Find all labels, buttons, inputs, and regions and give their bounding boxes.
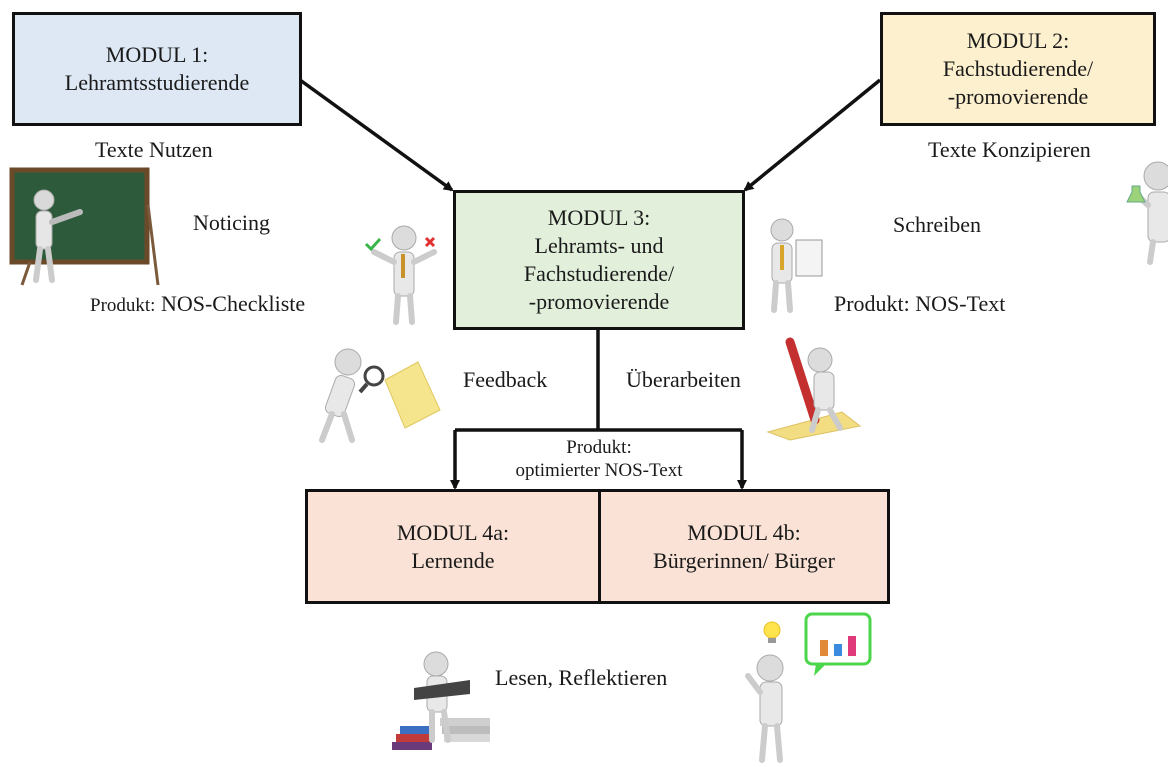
- modul3-box: MODUL 3: Lehramts- und Fachstudierende/ …: [453, 190, 745, 330]
- label-texte-konzipieren: Texte Konzipieren: [928, 137, 1091, 162]
- label-ueberarbeiten: Überarbeiten: [626, 367, 741, 392]
- modul1-box: MODUL 1: Lehramtsstudierende: [12, 12, 302, 126]
- modul4b-box: MODUL 4b: Bürgerinnen/ Bürger: [598, 489, 890, 604]
- modul2-subtitle-2: -promovierende: [947, 84, 1089, 109]
- modul2-title: MODUL 2:: [966, 28, 1070, 53]
- modul3-subtitle-1: Lehramts- und: [534, 233, 664, 258]
- label-produkt-optimiert: Produkt: optimierter NOS-Text: [492, 436, 706, 482]
- label-lesen-reflektieren: Lesen, Reflektieren: [495, 665, 668, 690]
- label-produkt-optimiert-line2: optimierter NOS-Text: [515, 460, 683, 481]
- person-holding-paper-icon: [770, 218, 823, 313]
- arrow-modul1-to-modul3: [298, 78, 454, 192]
- modul4a-subtitle: Lernende: [411, 547, 495, 573]
- modul3-title: MODUL 3:: [547, 205, 651, 230]
- arrow-modul2-to-modul3: [743, 78, 882, 192]
- label-feedback: Feedback: [463, 367, 548, 392]
- label-produkt-nos-text: Produkt: NOS-Text: [834, 291, 1006, 316]
- modul4b-subtitle: Bürgerinnen/ Bürger: [653, 547, 835, 573]
- label-texte-nutzen: Texte Nutzen: [95, 137, 213, 162]
- label-schreiben: Schreiben: [893, 212, 981, 237]
- label-noticing: Noticing: [193, 210, 270, 235]
- person-giant-pen-icon: [766, 337, 862, 441]
- scientist-flask-icon: [1126, 161, 1168, 265]
- modul3-subtitle-2: Fachstudierende/: [523, 261, 675, 286]
- person-reading-books-icon: [392, 651, 490, 750]
- modul4a-box: MODUL 4a: Lernende: [305, 489, 601, 604]
- label-produkt-checkliste: Produkt: NOS-Checkliste: [90, 291, 305, 317]
- modul2-subtitle-1: Fachstudierende/: [942, 56, 1094, 81]
- teacher-blackboard-icon: [9, 167, 160, 286]
- label-produkt-optimiert-line1: Produkt:: [566, 437, 632, 458]
- modul3-subtitle-3: -promovierende: [528, 289, 670, 314]
- person-magnifier-paper-icon: [319, 348, 441, 443]
- modul1-title: MODUL 1:: [105, 42, 209, 67]
- label-checkliste: NOS-Checkliste: [160, 291, 306, 316]
- modul2-box: MODUL 2: Fachstudierende/ -promovierende: [880, 12, 1156, 126]
- modul4a-title: MODUL 4a:: [396, 519, 510, 545]
- person-lightbulb-speech-icon: [745, 612, 872, 763]
- modul4b-title: MODUL 4b:: [687, 519, 801, 545]
- person-checkmark-cross-icon: [364, 225, 437, 325]
- label-produkt-word: Produkt:: [90, 295, 156, 316]
- modul1-subtitle: Lehramtsstudierende: [64, 70, 250, 95]
